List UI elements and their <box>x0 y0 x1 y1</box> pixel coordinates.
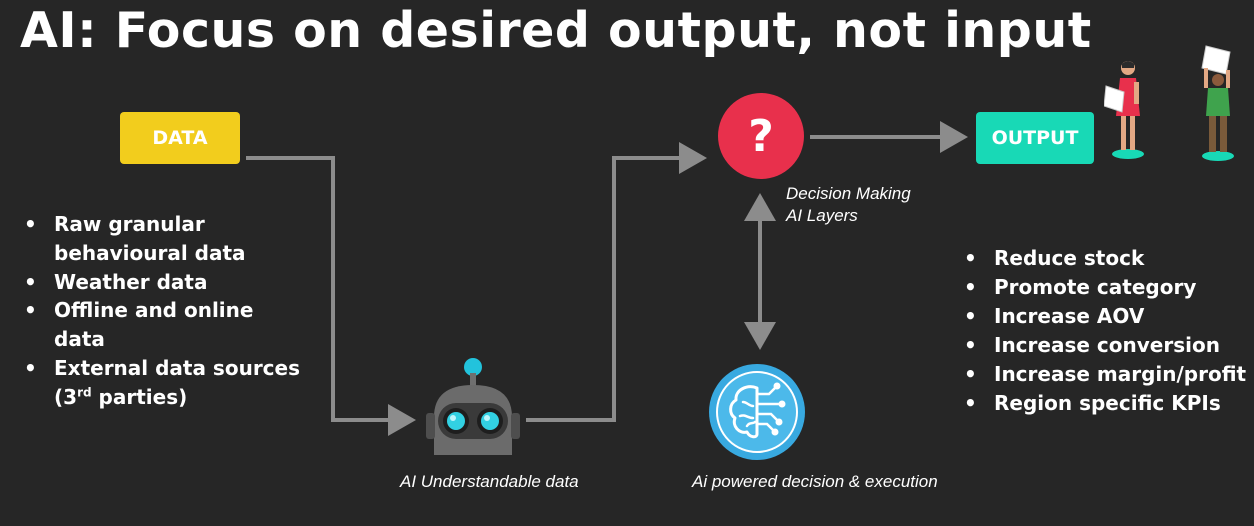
question-icon: ? <box>718 93 804 179</box>
list-item: Promote category <box>962 273 1252 302</box>
robot-icon <box>426 358 520 455</box>
brain-circuit-icon <box>709 364 805 460</box>
data-sources-list: Raw granular behavioural data Weather da… <box>22 210 322 412</box>
list-item: Increase AOV <box>962 302 1252 331</box>
list-item: Raw granular behavioural data <box>22 210 322 268</box>
decision-caption-line2: AI Layers <box>786 206 858 225</box>
output-box: OUTPUT <box>976 112 1094 164</box>
list-item: Increase margin/profit <box>962 360 1252 389</box>
decision-symbol: ? <box>748 110 774 162</box>
data-box: DATA <box>120 112 240 164</box>
list-item: Reduce stock <box>962 244 1252 273</box>
list-item: Offline and online data <box>22 296 322 354</box>
list-item: External data sources (3rd parties) <box>22 354 322 412</box>
connector-data-to-robot <box>246 156 416 436</box>
decision-caption: Decision Making AI Layers <box>786 183 911 227</box>
list-item: Increase conversion <box>962 331 1252 360</box>
outcomes-list: Reduce stock Promote category Increase A… <box>962 244 1252 418</box>
ai-understandable-caption: AI Understandable data <box>400 472 579 491</box>
decision-caption-line1: Decision Making <box>786 184 911 203</box>
list-item: Weather data <box>22 268 322 297</box>
connector-robot-to-decision <box>526 142 707 422</box>
output-box-label: OUTPUT <box>991 127 1079 149</box>
person-green-sign-icon <box>1201 45 1234 161</box>
list-item: Region specific KPIs <box>962 389 1252 418</box>
person-red-sign-icon <box>1104 61 1144 159</box>
ai-powered-caption: Ai powered decision & execution <box>692 472 938 491</box>
slide-title: AI: Focus on desired output, not input <box>20 2 1092 59</box>
data-box-label: DATA <box>152 127 208 149</box>
